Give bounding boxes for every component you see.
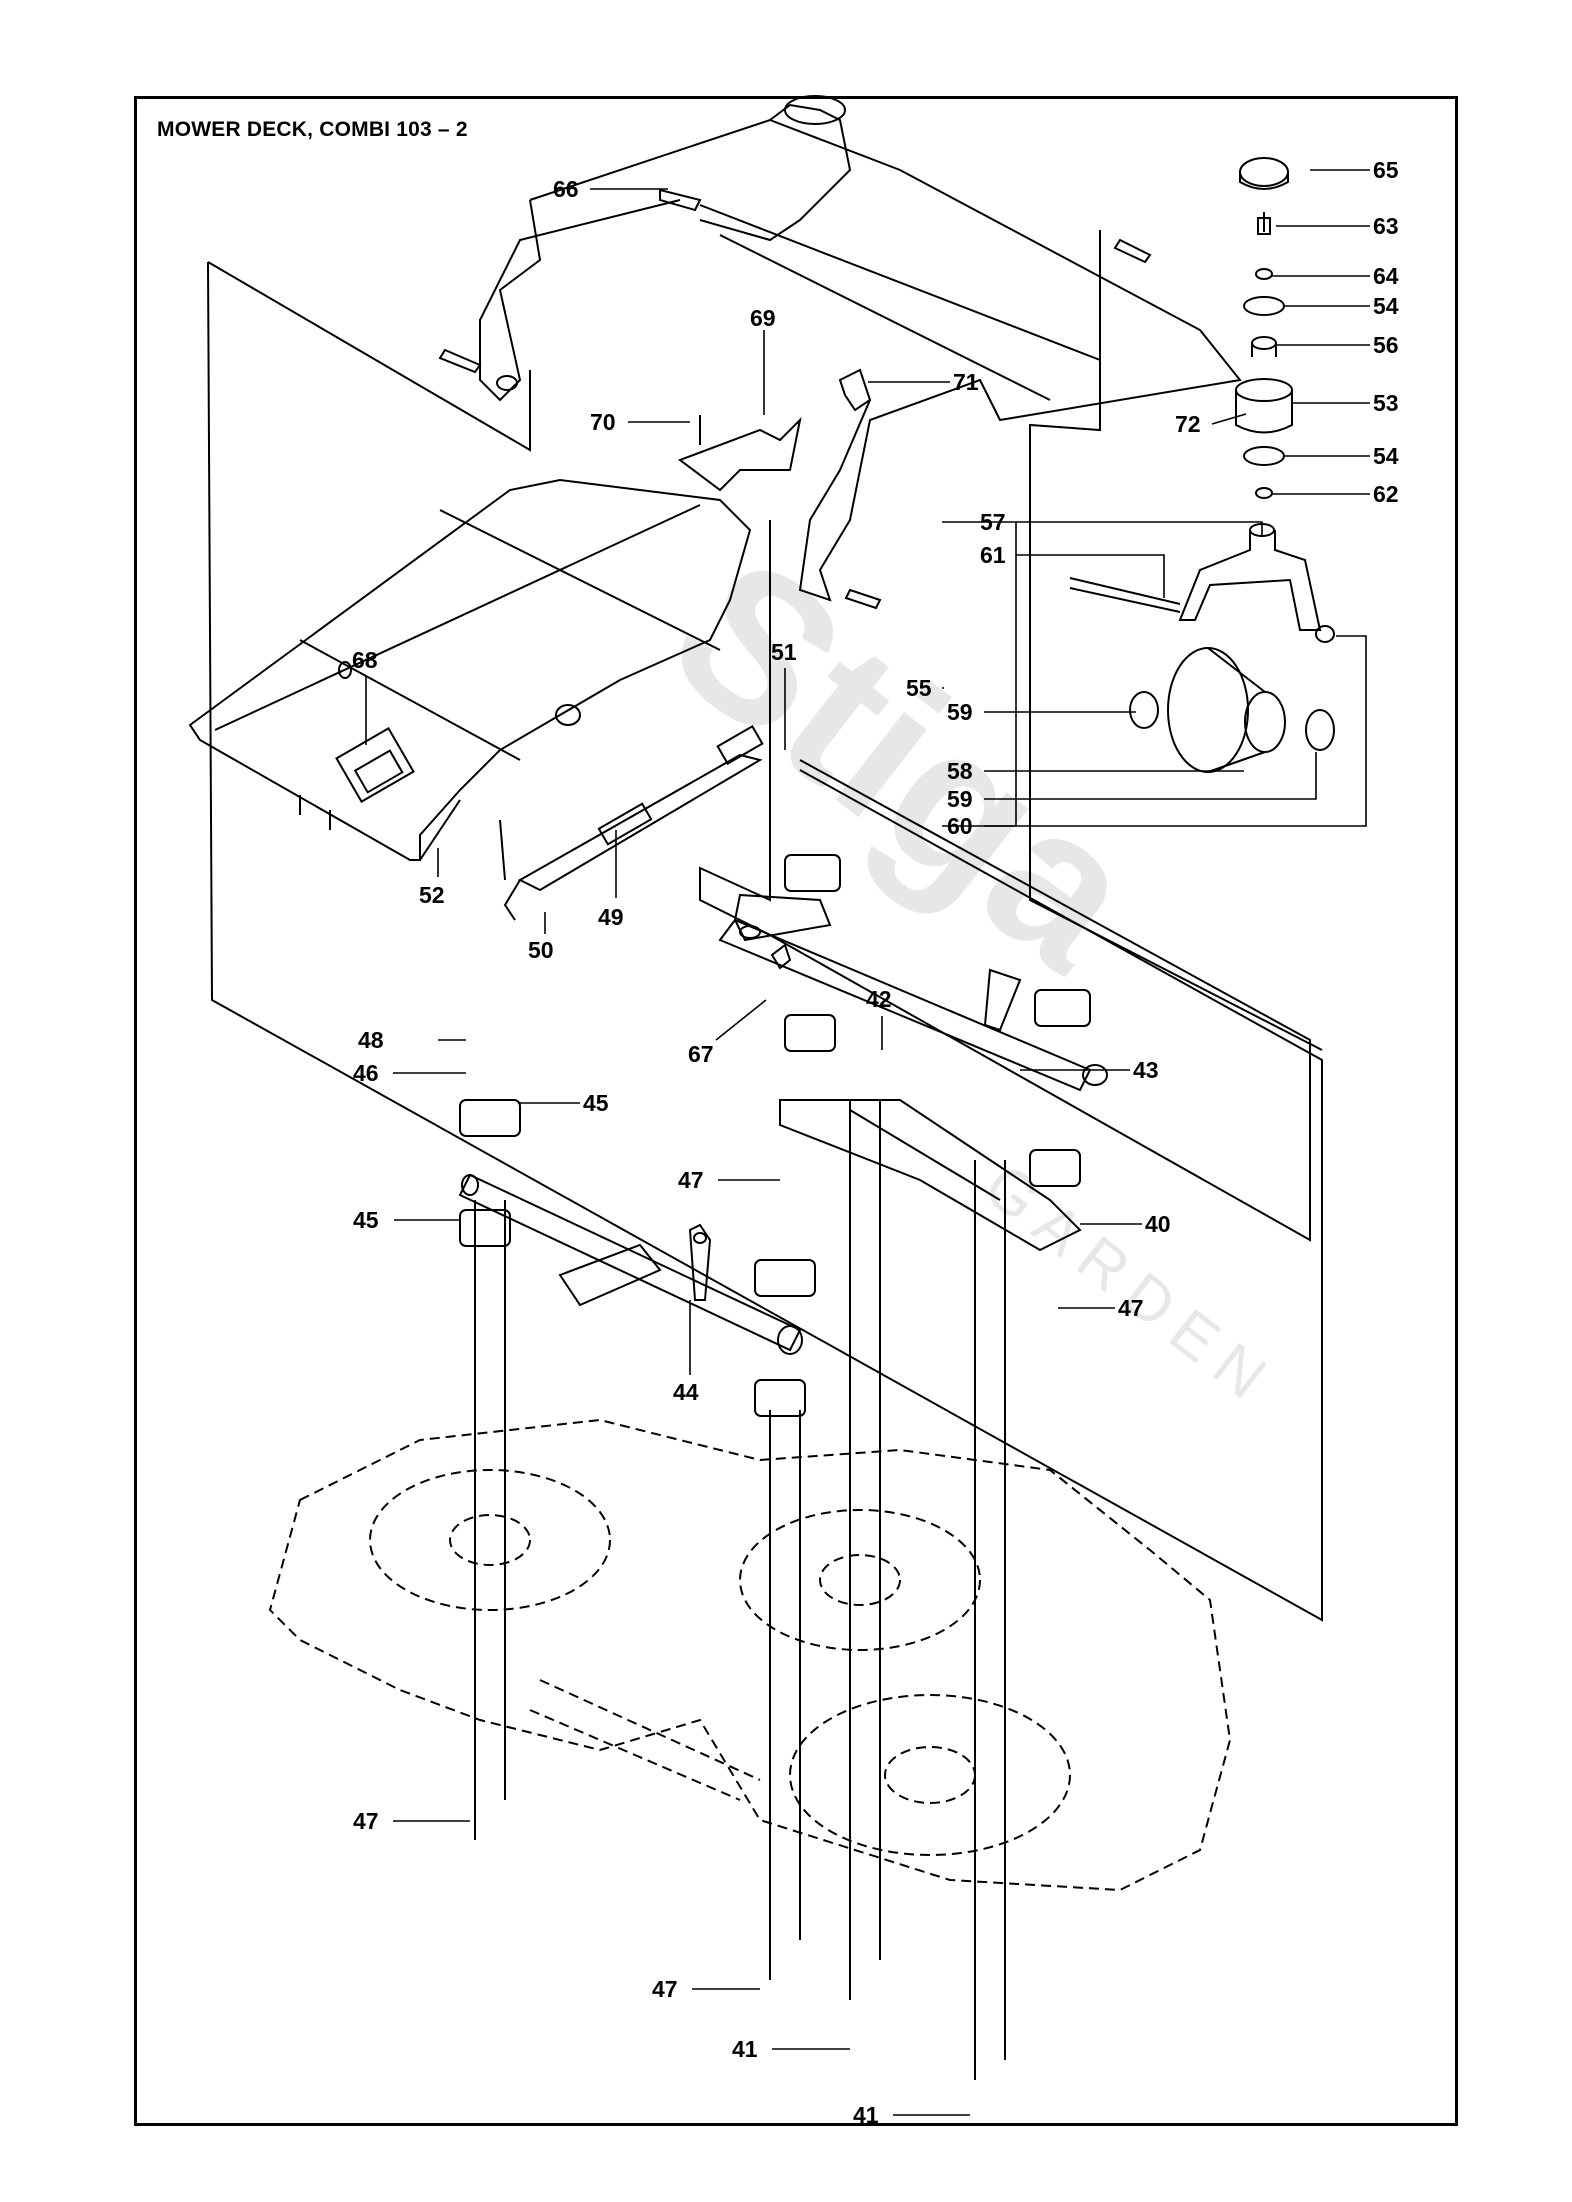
- callout-59-upper: 59: [947, 699, 973, 725]
- diagram-frame: [134, 96, 1458, 2126]
- guide-line: [207, 261, 1323, 1622]
- callout-45-lower: 45: [353, 1207, 379, 1233]
- diagram-title: MOWER DECK, COMBI 103 – 2: [157, 118, 468, 141]
- mower-deck: [268, 1418, 1232, 1892]
- callout-49: 49: [598, 904, 624, 930]
- guide-line: [207, 261, 531, 452]
- callout-63: 63: [1373, 213, 1399, 239]
- clip-71: [838, 368, 872, 412]
- watermark-brand: Stiga: [631, 511, 1182, 1014]
- callout-61: 61: [980, 542, 1006, 568]
- callout-60: 60: [947, 813, 973, 839]
- callout-66: 66: [553, 176, 579, 202]
- watermark-subtitle: GARDEN: [971, 1151, 1289, 1420]
- callout-54-upper: 54: [1373, 293, 1399, 319]
- bolts: [438, 188, 1152, 970]
- callout-40: 40: [1145, 1211, 1171, 1237]
- callout-55: 55: [906, 675, 932, 701]
- callout-64: 64: [1373, 263, 1399, 289]
- callout-46: 46: [353, 1060, 379, 1086]
- callout-41-upper: 41: [732, 2036, 758, 2062]
- leader-lines: [365, 169, 1370, 2116]
- callout-71: 71: [953, 369, 979, 395]
- bearing-blocks: [459, 854, 1091, 1417]
- callout-47-middle: 47: [678, 1167, 704, 1193]
- callout-41-lower: 41: [853, 2102, 879, 2128]
- callout-44: 44: [673, 1379, 699, 1405]
- watermark: Stiga GARDEN: [631, 511, 1289, 1420]
- callout-70: 70: [590, 409, 616, 435]
- callout-53: 53: [1373, 390, 1399, 416]
- callout-65: 65: [1373, 157, 1399, 183]
- callout-56: 56: [1373, 332, 1399, 358]
- callout-52: 52: [419, 882, 445, 908]
- lift-arm-frame: [479, 95, 1242, 602]
- callout-labels: 66 65 63 64 54 56 53 72 54 62 69 71 70 5…: [352, 157, 1399, 2128]
- lift-rod: [499, 724, 764, 921]
- shaft-44: [458, 1173, 803, 1355]
- callout-42: 42: [866, 986, 892, 1012]
- callout-47-bottom: 47: [652, 1976, 678, 2002]
- caster-wheel-assembly: [1069, 157, 1335, 773]
- deck-frame: [188, 478, 752, 861]
- callout-67: 67: [688, 1041, 714, 1067]
- callout-58: 58: [947, 758, 973, 784]
- callout-54-lower: 54: [1373, 443, 1399, 469]
- callout-68: 68: [352, 647, 378, 673]
- callout-48: 48: [358, 1027, 384, 1053]
- callout-45-upper: 45: [583, 1090, 609, 1116]
- callout-57: 57: [980, 509, 1006, 535]
- guide-line: [1029, 230, 1323, 1051]
- callout-50: 50: [528, 937, 554, 963]
- callout-51: 51: [771, 639, 797, 665]
- shaft-43: [718, 893, 1108, 1092]
- callout-47-right: 47: [1118, 1295, 1144, 1321]
- bracket-69: [677, 415, 802, 492]
- callout-47-left: 47: [353, 1808, 379, 1834]
- callout-59-lower: 59: [947, 786, 973, 812]
- assembly-lines: [474, 1100, 1006, 2080]
- callout-62: 62: [1373, 481, 1399, 507]
- callout-72: 72: [1175, 411, 1201, 437]
- callout-69: 69: [750, 305, 776, 331]
- callout-43: 43: [1133, 1057, 1159, 1083]
- line-art: [188, 95, 1335, 2080]
